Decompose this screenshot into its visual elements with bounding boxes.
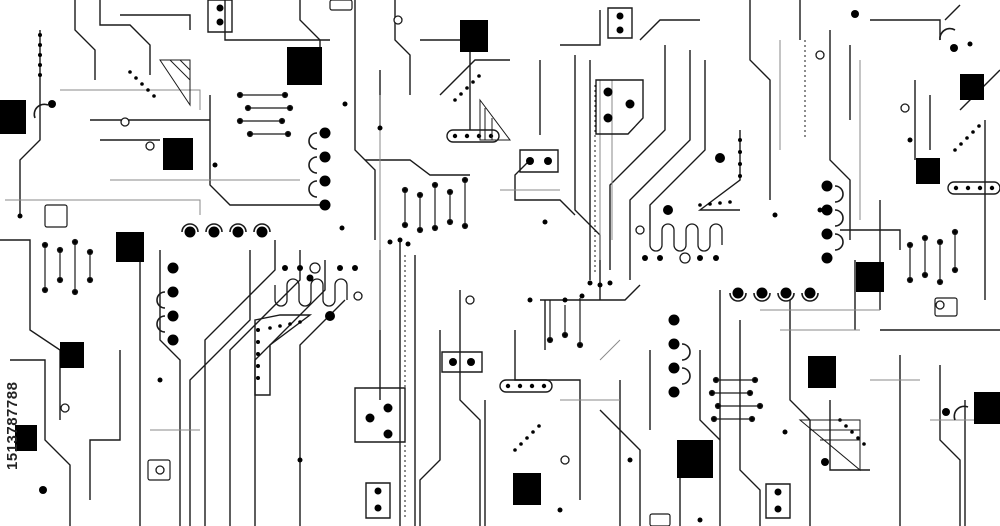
square-chips xyxy=(0,20,1000,505)
pin-arrays xyxy=(41,91,959,423)
hollow-vias xyxy=(60,15,945,475)
hatched-triangles xyxy=(159,59,861,472)
ic-outlines-small xyxy=(44,0,958,526)
meander-traces xyxy=(274,223,723,307)
dotted-diagonal-arrays xyxy=(128,70,981,452)
stock-image-id: 1513787788 xyxy=(4,381,21,470)
traces-light xyxy=(5,40,990,431)
pad-outlines xyxy=(207,0,1000,519)
pads-large xyxy=(39,4,958,513)
dashed-traces xyxy=(404,40,806,520)
arc-pads xyxy=(33,27,969,421)
